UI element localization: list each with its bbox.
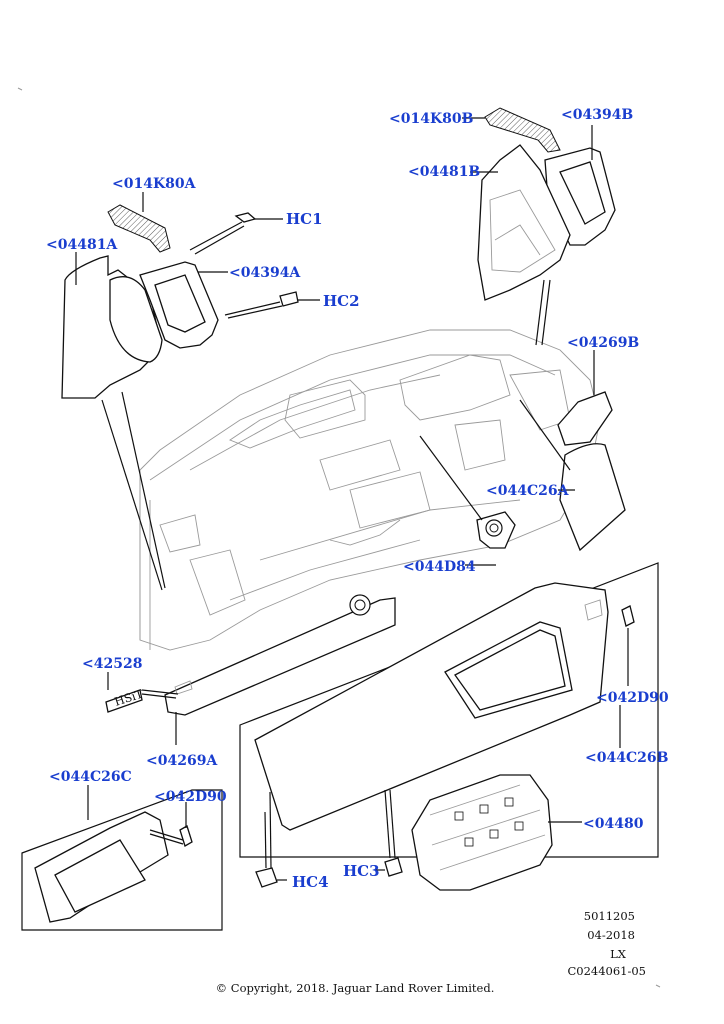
- label-HC4[interactable]: HC4: [292, 873, 329, 891]
- label-044C26A[interactable]: <044C26A: [486, 483, 570, 499]
- label-04481A[interactable]: <04481A: [46, 237, 118, 253]
- label-04480[interactable]: <04480: [583, 816, 644, 832]
- part-04269A-graphic: [164, 594, 396, 716]
- label-04269A[interactable]: <04269A: [146, 753, 218, 769]
- label-HC3[interactable]: HC3: [343, 862, 380, 880]
- date-code: 04-2018: [587, 928, 635, 942]
- group-044C26C-box: [21, 789, 223, 931]
- part-04481A-graphic: [61, 255, 163, 399]
- label-04481B[interactable]: <04481B: [408, 164, 480, 180]
- part-014K80A-graphic: [107, 204, 171, 253]
- part-HC4-graphic: [255, 867, 278, 888]
- part-04394A-graphic: [139, 261, 219, 349]
- part-042D90-left-graphic: [179, 825, 193, 847]
- part-HC3-graphic: [384, 857, 403, 877]
- part-04480-graphic: [411, 774, 553, 891]
- ref-number: 5011205: [584, 909, 635, 923]
- part-HC2-graphic: [279, 291, 299, 307]
- illustration-code: C0244061-05: [567, 964, 646, 978]
- copyright-notice: © Copyright, 2018. Jaguar Land Rover Lim…: [216, 981, 495, 995]
- label-042D90-left[interactable]: <042D90: [154, 789, 227, 805]
- part-044C26C-graphic: [34, 811, 169, 923]
- label-04394B[interactable]: <04394B: [561, 107, 633, 123]
- part-04269B-graphic: [557, 391, 613, 446]
- illustration-meta: 5011205 04-2018 LX C0244061-05: [567, 909, 646, 978]
- part-042D90-right-graphic: [621, 605, 635, 627]
- label-042D90-right[interactable]: <042D90: [596, 690, 669, 706]
- label-044C26C[interactable]: <044C26C: [49, 769, 132, 785]
- part-014K80B-graphic: [484, 107, 561, 153]
- label-HC1[interactable]: HC1: [286, 210, 323, 228]
- label-42528[interactable]: <42528: [82, 656, 142, 672]
- label-HC2[interactable]: HC2: [323, 292, 360, 310]
- part-HC1-graphic: [234, 212, 257, 223]
- part-04481B-graphic: [477, 144, 571, 301]
- label-044D84[interactable]: <044D84: [403, 559, 476, 575]
- label-044C26B[interactable]: <044C26B: [585, 750, 669, 766]
- part-044C26A-graphic: [559, 443, 626, 552]
- label-014K80A[interactable]: <014K80A: [112, 176, 197, 192]
- badge-text: HSiT: [113, 686, 145, 708]
- label-014K80B[interactable]: <014K80B: [389, 111, 474, 127]
- callout-labels: <014K80A <04481A <04394A HC1 HC2 <014K80…: [46, 107, 669, 891]
- part-044D84-graphic: [476, 511, 516, 549]
- model-code: LX: [610, 947, 627, 961]
- dashboard-ghost-outline: [139, 329, 601, 651]
- part-42528-graphic: HSiT: [105, 686, 145, 713]
- label-04269B[interactable]: <04269B: [567, 335, 639, 351]
- label-04394A[interactable]: <04394A: [229, 265, 301, 281]
- corner-marks: [17, 87, 661, 988]
- part-044C26B-graphic: [254, 582, 609, 831]
